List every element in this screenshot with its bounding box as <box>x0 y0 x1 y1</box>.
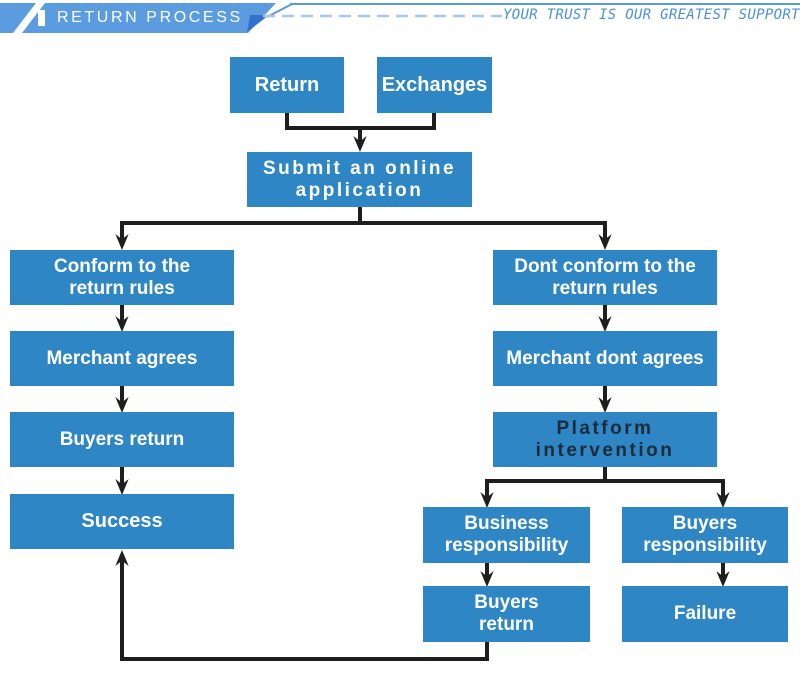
node-exchanges: Exchanges <box>377 57 492 113</box>
node-dont-conform-rules: Dont conform to the return rules <box>493 250 717 305</box>
node-failure: Failure <box>622 586 788 642</box>
node-submit-application: Submit an online application <box>247 152 472 207</box>
title-bullet-icon <box>38 10 45 26</box>
node-conform-rules: Conform to the return rules <box>10 250 234 305</box>
node-business-responsibility: Business responsibility <box>423 507 590 563</box>
connector-loop-to-success <box>115 550 489 661</box>
node-buyers-return: Buyers return <box>10 412 234 467</box>
node-platform-intervention: Platform intervention <box>493 412 717 467</box>
node-return: Return <box>230 57 344 113</box>
node-success: Success <box>10 494 234 549</box>
node-merchant-agrees: Merchant agrees <box>10 331 234 386</box>
connector-merge-return-exchanges <box>285 111 436 130</box>
connector-platform-split-bar <box>485 465 725 483</box>
node-merchant-dont-agrees: Merchant dont agrees <box>493 331 717 386</box>
node-buyers-responsibility: Buyers responsibility <box>622 507 788 563</box>
header-banner: RETURN PROCESS YOUR TRUST IS OUR GREATES… <box>0 0 800 42</box>
node-buyers-return-2: Buyers return <box>423 586 590 642</box>
banner-slash <box>13 3 45 33</box>
banner-fold <box>247 15 269 32</box>
banner-ribbon <box>0 3 276 33</box>
page-title: RETURN PROCESS <box>57 9 243 26</box>
header-decoration <box>0 3 800 33</box>
header-slogan: YOUR TRUST IS OUR GREATEST SUPPORT <box>503 7 800 23</box>
